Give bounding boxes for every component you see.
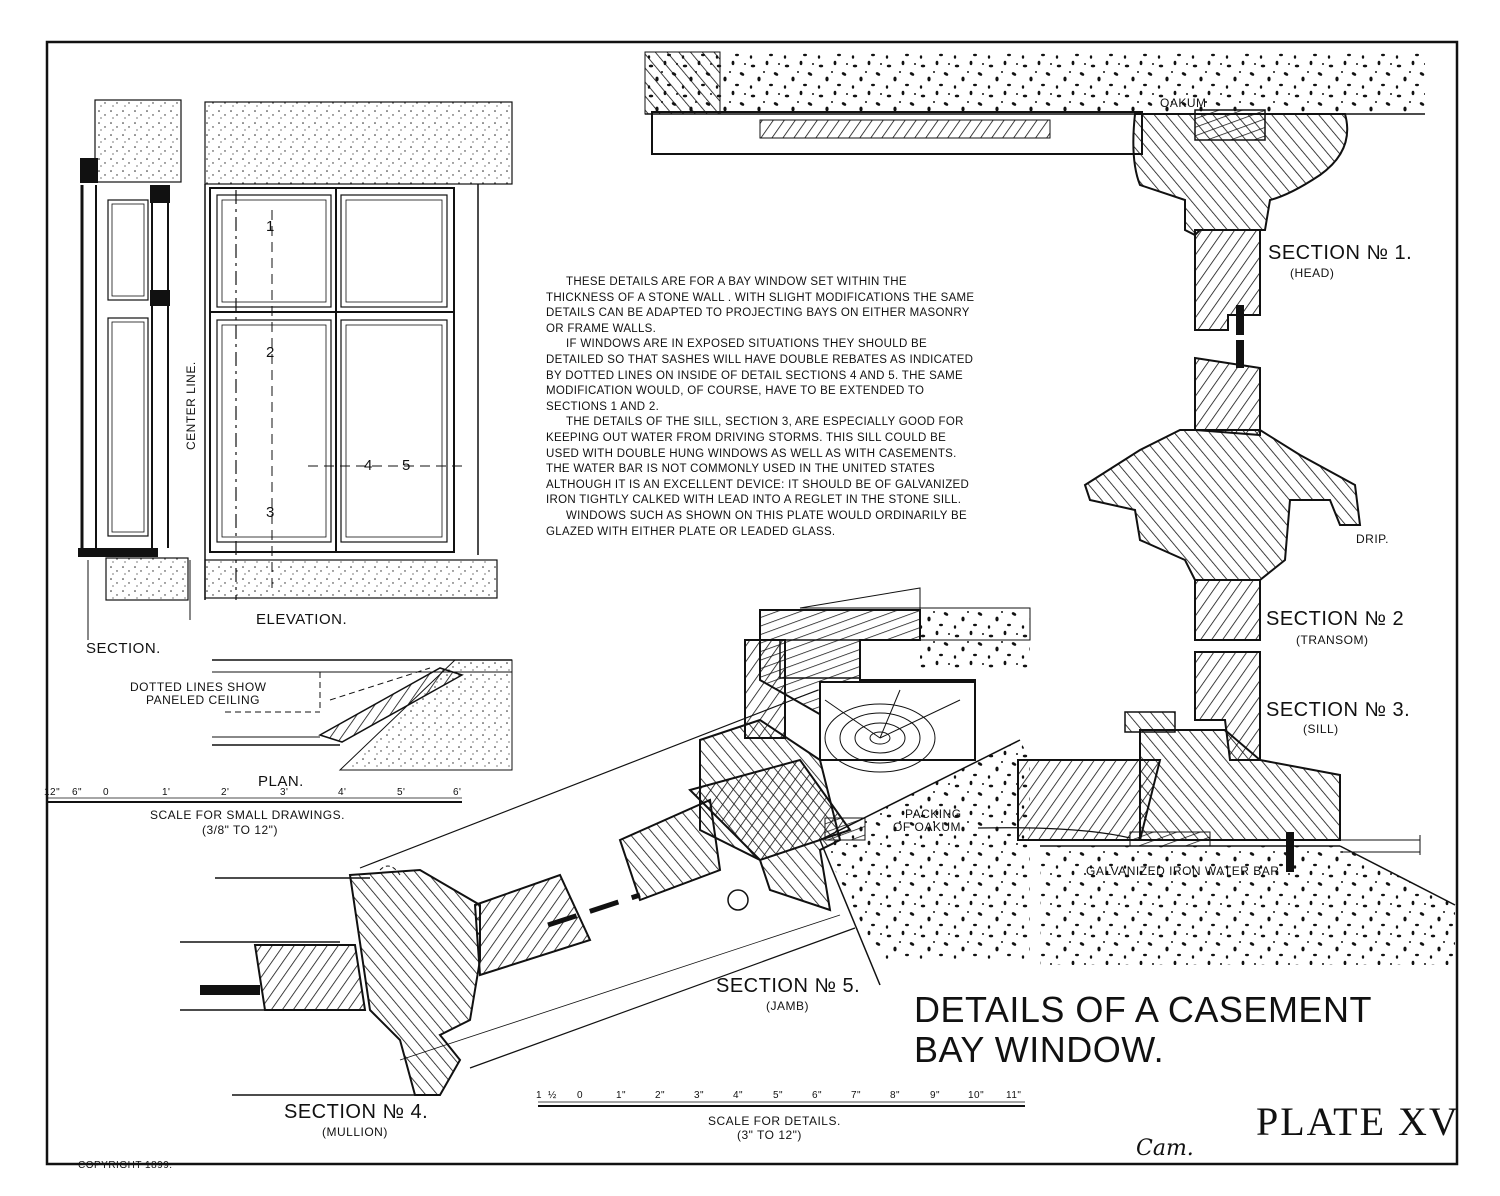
detail-scale-bar <box>538 1101 1025 1107</box>
drip-label: DRIP. <box>1356 532 1389 546</box>
detail-scale-caption: SCALE FOR DETAILS. <box>708 1114 841 1128</box>
plan-note-line1: DOTTED LINES SHOW <box>130 680 267 694</box>
small-scale-tick: 12" <box>44 787 61 798</box>
small-scale-caption: SCALE FOR SMALL DRAWINGS. <box>150 808 345 822</box>
notes-block: THESE DETAILS ARE FOR A BAY WINDOW SET W… <box>546 275 976 540</box>
note-paragraph: WINDOWS SUCH AS SHOWN ON THIS PLATE WOUL… <box>546 509 967 538</box>
detail-scale-tick: 2" <box>655 1090 666 1101</box>
section-5-drawing <box>688 587 1031 986</box>
small-scale-tick: 3' <box>280 787 289 798</box>
detail-scale-tick: 8" <box>890 1090 901 1101</box>
section-5-title: SECTION № 5. <box>716 975 861 997</box>
plan-note-line2: PANELED CEILING <box>146 693 260 707</box>
detail-scale-tick: 3" <box>694 1090 705 1101</box>
detail-scale-ratio: (3" TO 12") <box>737 1128 802 1142</box>
section-4-drawing <box>180 689 856 1096</box>
small-section-label: SECTION. <box>86 640 161 657</box>
section-2-subtitle: (TRANSOM) <box>1296 633 1369 647</box>
elevation-mark-5: 5 <box>402 457 411 474</box>
detail-scale-tick: 4" <box>733 1090 744 1101</box>
elevation-label: ELEVATION. <box>256 611 348 628</box>
plate-title-line2: BAY WINDOW. <box>914 1029 1165 1070</box>
detail-scale-tick: 1 <box>536 1090 543 1101</box>
section-1-drawing <box>644 51 1425 335</box>
oakum-label: OAKUM <box>1160 96 1207 110</box>
section-3-title: SECTION № 3. <box>1266 699 1411 721</box>
detail-scale-tick: 11" <box>1006 1090 1022 1101</box>
section-2-title: SECTION № 2 <box>1266 608 1405 630</box>
section-5-subtitle: (JAMB) <box>766 999 809 1013</box>
section-3-drawing <box>977 651 1456 965</box>
small-scale-tick: 1' <box>162 787 171 798</box>
elevation-mark-3: 3 <box>266 504 275 521</box>
section-2-drawing <box>1083 340 1362 641</box>
detail-scale-tick: 5" <box>773 1090 784 1101</box>
plan-drawing <box>212 659 513 771</box>
detail-scale-tick: 0 <box>577 1090 584 1101</box>
center-line-label: CENTER LINE. <box>184 361 198 450</box>
small-scale-tick: 0 <box>103 787 110 798</box>
small-scale-tick: 4' <box>338 787 347 798</box>
detail-scale-tick: 9" <box>930 1090 941 1101</box>
note-paragraph: THE DETAILS OF THE SILL, SECTION 3, ARE … <box>546 416 970 507</box>
plan-label: PLAN. <box>258 773 304 790</box>
small-section-drawing <box>78 99 191 640</box>
small-scale-bar <box>47 797 462 803</box>
plate-title: DETAILS OF A CASEMENT BAY WINDOW. <box>914 990 1372 1070</box>
small-scale-tick: 2' <box>221 787 230 798</box>
section-1-subtitle: (HEAD) <box>1290 266 1335 280</box>
plate-number: PLATE XV <box>1256 1099 1460 1144</box>
detail-scale-tick: ½ <box>548 1090 557 1101</box>
small-scale-tick: 6" <box>72 787 83 798</box>
plate-border <box>45 40 1459 1166</box>
small-scale-ratio: (3/8" TO 12") <box>202 823 278 837</box>
section-4-subtitle: (MULLION) <box>322 1125 388 1139</box>
elevation-mark-1: 1 <box>266 218 275 235</box>
elevation-mark-2: 2 <box>266 344 275 361</box>
detail-scale-tick: 7" <box>851 1090 862 1101</box>
elevation-mark-4: 4 <box>364 457 373 474</box>
note-paragraph: IF WINDOWS ARE IN EXPOSED SITUATIONS THE… <box>546 338 974 413</box>
section-4-title: SECTION № 4. <box>284 1101 429 1123</box>
detail-scale-tick: 6" <box>812 1090 823 1101</box>
detail-scale-tick: 1" <box>616 1090 627 1101</box>
plate-title-line1: DETAILS OF A CASEMENT <box>914 989 1372 1030</box>
small-scale-tick: 5' <box>397 787 406 798</box>
note-paragraph: THESE DETAILS ARE FOR A BAY WINDOW SET W… <box>546 276 975 335</box>
section-3-subtitle: (SILL) <box>1303 722 1339 736</box>
copyright: COPYRIGHT 1899. <box>78 1160 173 1171</box>
section-1-title: SECTION № 1. <box>1268 242 1413 264</box>
elevation-drawing <box>204 101 513 600</box>
packing-label-line2: OF OAKUM. <box>893 820 965 834</box>
signature: Cam. <box>1136 1136 1194 1161</box>
detail-scale-tick: 10" <box>968 1090 985 1101</box>
small-scale-tick: 6' <box>453 787 462 798</box>
packing-label-line1: PACKING <box>905 807 962 821</box>
water-bar-label: GALVANIZED IRON WATER BAR <box>1086 864 1280 878</box>
